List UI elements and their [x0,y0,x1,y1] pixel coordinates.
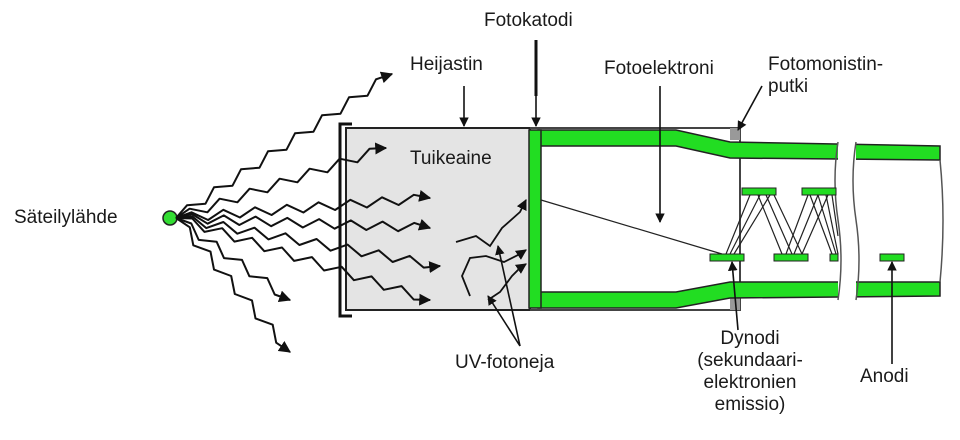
tube-break-gap [838,138,856,304]
label-dynode-line2: (sekundaari- [697,350,803,371]
dynode [801,187,837,196]
label-dynode-line3: elektronien [703,372,797,393]
radiation-ray [175,215,442,274]
label-dynode: Dynodi (sekundaari- elektronien emissio) [680,328,820,416]
radiation-ray [175,71,394,219]
label-pmt-line1: Fotomonistin- [768,54,884,75]
radiation-ray [175,217,291,353]
label-anode: Anodi [860,366,909,387]
label-uv-photons: UV-fotoneja [455,352,555,373]
tube-break-line-right [852,141,860,301]
radiation-rays [175,71,442,353]
leader-uv-1 [495,245,521,347]
label-photocathode: Fotokatodi [484,10,573,31]
radiation-source-dot [162,210,178,226]
dynode [829,253,839,262]
dynode [709,253,745,262]
label-source: Säteilylähde [14,207,118,228]
photocathode-plate [528,129,542,309]
tube-end-right [939,159,944,283]
radiation-ray [175,217,292,302]
leader-pmt [737,85,763,131]
label-photoelectron: Fotoelektroni [604,58,714,79]
tube-grey-top [730,128,740,140]
anode-plate [879,253,905,262]
secondary-electron-paths [725,194,839,255]
label-pmt-line2: putki [768,76,809,97]
radiation-ray [175,142,388,219]
radiation-ray [175,217,432,306]
dynode [741,187,777,196]
label-dynode-line1: Dynodi [720,328,780,349]
label-reflector: Heijastin [410,54,483,75]
dynode [773,253,809,262]
reflector-bracket [338,122,352,318]
scintillator-crystal [345,127,531,311]
tube-outline [530,127,741,311]
photoelectron-path [540,199,723,255]
radiation-ray [175,213,432,233]
leader-uv-2 [487,295,521,347]
uv-photon-paths [455,199,527,301]
label-pmt: Fotomonistin- putki [768,54,883,98]
label-dynode-line4: emissio) [714,394,786,415]
label-scintillator: Tuikeaine [410,148,492,169]
radiation-ray [175,190,432,221]
tube-break-line-left [834,141,842,301]
leader-dynode [727,261,739,331]
